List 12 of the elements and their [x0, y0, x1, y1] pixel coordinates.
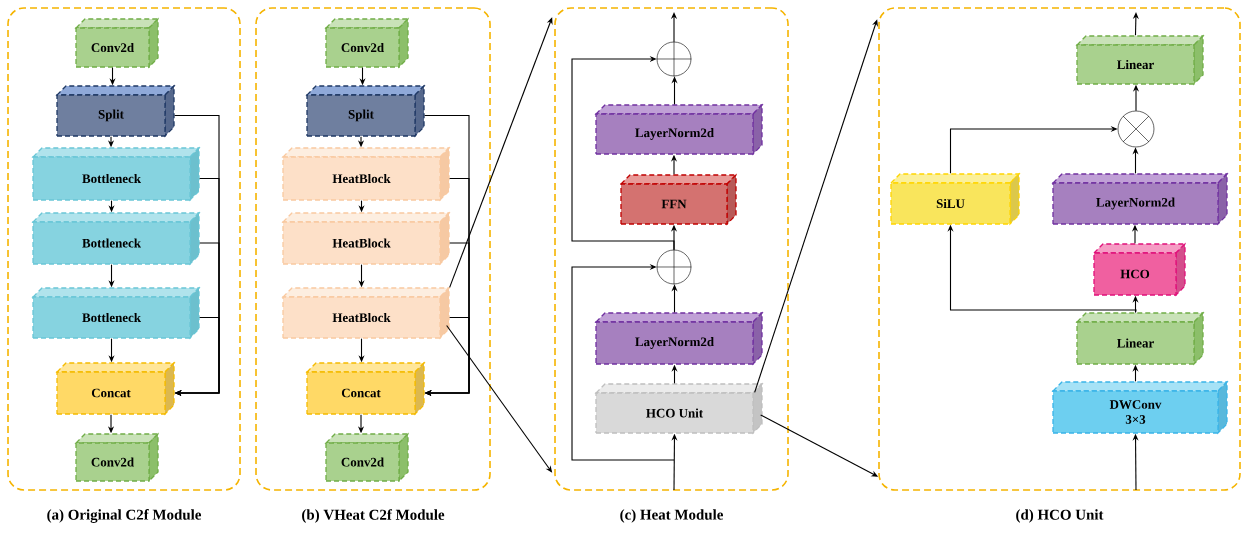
- arrow: [449, 17, 553, 288]
- sum-circle: [656, 41, 692, 77]
- panel-caption: (c) Heat Module: [620, 509, 723, 523]
- arrow: [571, 263, 675, 461]
- panel-caption: (b) VHeat C2f Module: [302, 509, 445, 523]
- arrow: [571, 55, 675, 251]
- product-circle: [1117, 110, 1155, 148]
- panel-caption: (a) Original C2f Module: [47, 509, 202, 523]
- panel-caption: (d) HCO Unit: [1016, 509, 1104, 523]
- arrow: [754, 19, 878, 393]
- sum-circle: [656, 249, 692, 285]
- arrow: [1132, 12, 1139, 36]
